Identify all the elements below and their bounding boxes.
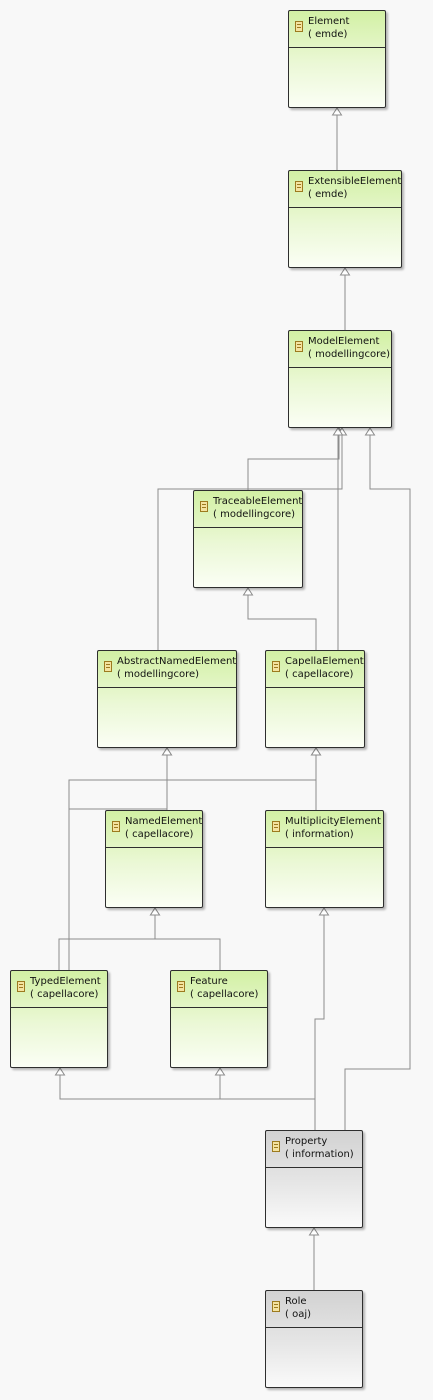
edge-typed-to-named[interactable]: [58, 907, 161, 970]
generalization-arrowhead: [331, 107, 343, 116]
class-name: Feature: [190, 976, 228, 987]
class-name: Property: [285, 1136, 328, 1147]
class-name: TraceableElement: [213, 496, 303, 507]
edge-line: [154, 908, 221, 970]
generalization-arrowhead: [308, 1227, 320, 1236]
edge-typed-to-capella[interactable]: [68, 747, 322, 970]
edge-capella-to-traceable[interactable]: [242, 587, 317, 650]
class-box-header: ModelElement ( modellingcore): [289, 331, 391, 368]
class-box-typed-element[interactable]: TypedElement ( capellacore): [10, 970, 108, 1068]
generalization-arrowhead: [339, 267, 351, 276]
class-icon: [104, 661, 112, 672]
class-package: ( capellacore): [125, 829, 194, 840]
edge-property-to-model[interactable]: [344, 427, 411, 1130]
class-box-header: NamedElement ( capellacore): [106, 811, 202, 848]
class-package: ( modellingcore): [117, 669, 200, 680]
class-box-multiplicity-element[interactable]: MultiplicityElement ( information): [265, 810, 384, 908]
class-name: ExtensibleElement: [308, 176, 402, 187]
generalization-arrowhead: [54, 1067, 66, 1076]
class-name: ModelElement: [308, 336, 380, 347]
class-box-model-element[interactable]: ModelElement ( modellingcore): [288, 330, 392, 428]
edge-line: [314, 908, 325, 1130]
class-package: ( oaj): [285, 1309, 312, 1320]
class-name: TypedElement: [30, 976, 101, 987]
edge-line: [157, 428, 343, 650]
class-box-capella-element[interactable]: CapellaElement ( capellacore): [265, 650, 365, 748]
edge-line: [219, 1068, 316, 1130]
class-name: MultiplicityElement: [285, 816, 381, 827]
edge-line: [247, 588, 317, 650]
class-icon: [295, 341, 303, 352]
generalization-arrowhead: [242, 587, 254, 596]
class-box-header: TraceableElement ( modellingcore): [194, 491, 302, 528]
class-name: NamedElement: [125, 816, 203, 827]
class-box-named-element[interactable]: NamedElement ( capellacore): [105, 810, 203, 908]
class-icon: [272, 1301, 280, 1312]
class-icon: [200, 501, 208, 512]
edge-property-to-feature[interactable]: [214, 1067, 316, 1130]
edge-property-to-multiplicity[interactable]: [314, 907, 330, 1130]
class-box-header: CapellaElement ( capellacore): [266, 651, 364, 688]
class-icon: [177, 981, 185, 992]
edge-line: [247, 428, 340, 490]
class-icon: [272, 1141, 280, 1152]
edge-model-to-extensible[interactable]: [339, 267, 351, 330]
class-package: ( information): [285, 829, 354, 840]
class-package: ( modellingcore): [213, 509, 296, 520]
generalization-arrowhead: [214, 1067, 226, 1076]
class-box-property[interactable]: Property ( information): [265, 1130, 363, 1228]
class-icon: [295, 21, 303, 32]
class-name: Element: [308, 16, 350, 27]
edge-feature-to-named[interactable]: [149, 907, 221, 970]
class-box-header: MultiplicityElement ( information): [266, 811, 383, 848]
class-box-header: AbstractNamedElement ( modellingcore): [98, 651, 236, 688]
class-box-role[interactable]: Role ( oaj): [265, 1290, 363, 1388]
class-box-element[interactable]: Element ( emde): [288, 10, 386, 108]
class-package: ( emde): [308, 189, 348, 200]
class-box-header: TypedElement ( capellacore): [11, 971, 107, 1008]
class-box-abstract-named-element[interactable]: AbstractNamedElement ( modellingcore): [97, 650, 237, 748]
class-package: ( capellacore): [30, 989, 99, 1000]
class-package: ( information): [285, 1149, 354, 1160]
generalization-arrowhead: [310, 747, 322, 756]
edge-extensible-to-element[interactable]: [331, 107, 343, 170]
class-box-header: ExtensibleElement ( emde): [289, 171, 401, 208]
class-name: AbstractNamedElement: [117, 656, 237, 667]
class-name: Role: [285, 1296, 307, 1307]
class-box-feature[interactable]: Feature ( capellacore): [170, 970, 268, 1068]
class-box-extensible-element[interactable]: ExtensibleElement ( emde): [288, 170, 402, 268]
class-package: ( capellacore): [190, 989, 259, 1000]
edge-traceable-to-model[interactable]: [247, 427, 345, 490]
generalization-arrowhead: [364, 427, 376, 436]
class-package: ( capellacore): [285, 669, 354, 680]
generalization-arrowhead: [161, 747, 173, 756]
class-box-header: Element ( emde): [289, 11, 385, 48]
class-icon: [295, 181, 303, 192]
class-box-traceable-element[interactable]: TraceableElement ( modellingcore): [193, 490, 303, 588]
class-icon: [272, 821, 280, 832]
edge-line: [58, 908, 156, 970]
generalization-arrowhead: [149, 907, 161, 916]
edge-role-to-property[interactable]: [308, 1227, 320, 1290]
class-name: CapellaElement: [285, 656, 364, 667]
class-package: ( modellingcore): [308, 349, 391, 360]
class-package: ( emde): [308, 29, 348, 40]
class-icon: [112, 821, 120, 832]
edge-line: [68, 748, 317, 970]
class-box-header: Property ( information): [266, 1131, 362, 1168]
class-icon: [272, 661, 280, 672]
edge-line: [344, 428, 411, 1130]
edge-capella-to-model[interactable]: [332, 427, 344, 650]
class-box-header: Feature ( capellacore): [171, 971, 267, 1008]
generalization-arrowhead: [332, 427, 344, 436]
generalization-arrowhead: [318, 907, 330, 916]
class-icon: [17, 981, 25, 992]
class-box-header: Role ( oaj): [266, 1291, 362, 1328]
